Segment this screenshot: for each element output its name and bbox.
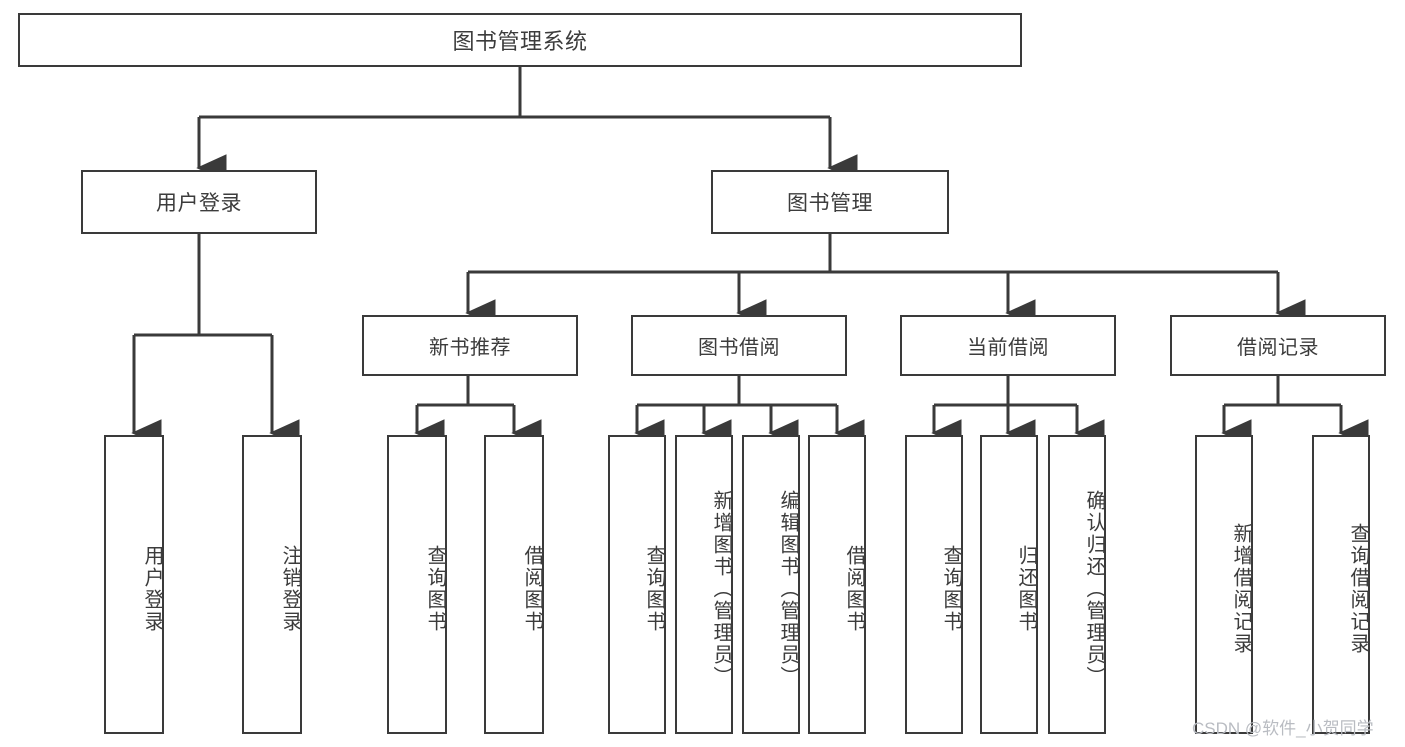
node-label: 注销登录 (279, 544, 301, 633)
node-label: 用户登录 (156, 192, 242, 215)
node-label: 查询图书 (940, 544, 962, 633)
node-label: 编辑图书（管理员） (777, 489, 799, 688)
leaf-current-borrow-query-book[interactable]: 查询图书 (905, 435, 963, 734)
leaf-borrow-record-query-record[interactable]: 查询借阅记录 (1312, 435, 1370, 734)
leaf-current-borrow-confirm-return-admin[interactable]: 确认归还（管理员） (1048, 435, 1106, 734)
leaf-user-login-login[interactable]: 用户登录 (104, 435, 164, 734)
node-label: 确认归还（管理员） (1083, 489, 1105, 688)
leaf-user-login-logout[interactable]: 注销登录 (242, 435, 302, 734)
node-label: 查询图书 (424, 544, 446, 633)
leaf-book-borrow-query-book[interactable]: 查询图书 (608, 435, 666, 734)
node-label: 新增借阅记录 (1230, 522, 1252, 655)
node-label: 归还图书 (1015, 544, 1037, 633)
node-label: 查询图书 (643, 544, 665, 633)
node-label: 用户登录 (141, 544, 163, 633)
node-book-borrow[interactable]: 图书借阅 (631, 315, 847, 376)
leaf-borrow-record-add-record[interactable]: 新增借阅记录 (1195, 435, 1253, 734)
node-user-login[interactable]: 用户登录 (81, 170, 317, 234)
leaf-new-book-borrow-book[interactable]: 借阅图书 (484, 435, 544, 734)
node-label: 图书管理 (787, 192, 873, 215)
node-label: 查询借阅记录 (1347, 522, 1369, 655)
leaf-book-borrow-edit-book-admin[interactable]: 编辑图书（管理员） (742, 435, 800, 734)
leaf-new-book-query-book[interactable]: 查询图书 (387, 435, 447, 734)
node-label: 借阅图书 (521, 544, 543, 633)
node-borrow-record[interactable]: 借阅记录 (1170, 315, 1386, 376)
node-book-management[interactable]: 图书管理 (711, 170, 949, 234)
node-label: 图书借阅 (698, 337, 780, 359)
leaf-book-borrow-borrow-book[interactable]: 借阅图书 (808, 435, 866, 734)
node-label: 当前借阅 (967, 337, 1049, 359)
node-label: 借阅记录 (1237, 337, 1319, 359)
watermark-text: CSDN @软件_小贺同学 (1192, 719, 1374, 738)
node-label: 借阅图书 (843, 544, 865, 633)
node-current-borrow[interactable]: 当前借阅 (900, 315, 1116, 376)
node-label: 新增图书（管理员） (710, 489, 732, 688)
node-new-book-recommend[interactable]: 新书推荐 (362, 315, 578, 376)
leaf-current-borrow-return-book[interactable]: 归还图书 (980, 435, 1038, 734)
node-label: 图书管理系统 (452, 29, 588, 54)
node-label: 新书推荐 (429, 337, 511, 359)
leaf-book-borrow-add-book-admin[interactable]: 新增图书（管理员） (675, 435, 733, 734)
node-root-book-management-system[interactable]: 图书管理系统 (18, 13, 1022, 67)
